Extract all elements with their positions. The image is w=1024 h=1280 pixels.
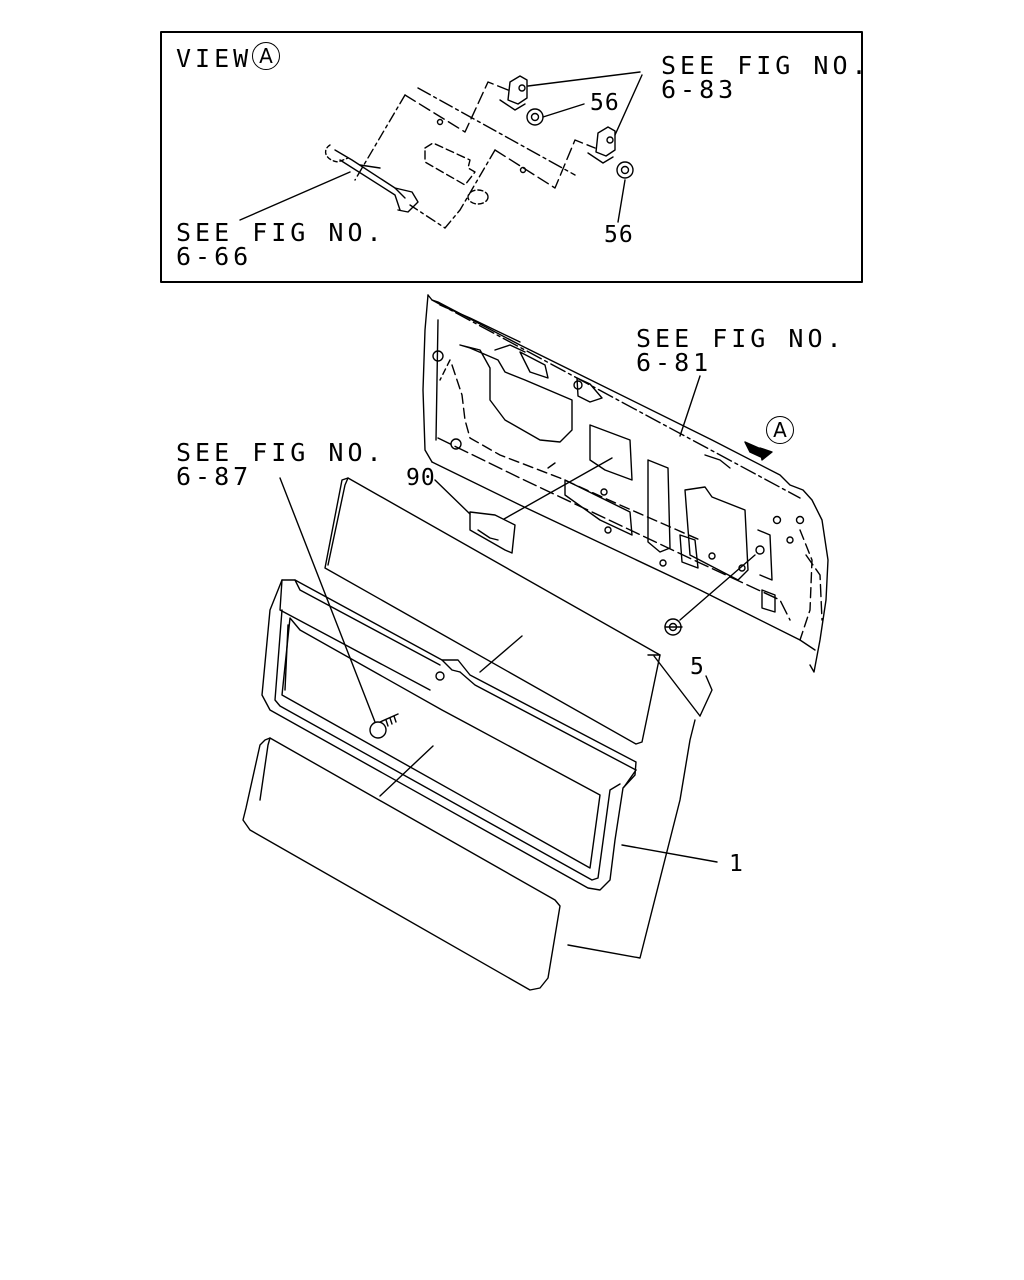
ref-6-87-line2: 6-87	[176, 462, 253, 491]
ref-6-66-line2: 6-66	[176, 242, 253, 271]
ref-6-83-line2: 6-83	[661, 75, 738, 104]
nut-56-lower	[616, 161, 634, 179]
trim-frame	[261, 579, 637, 891]
view-a-marker: A	[252, 42, 280, 70]
center-plate	[424, 142, 476, 186]
upper-bracket	[499, 75, 528, 111]
callout-1: 1	[729, 851, 744, 877]
callout-5: 5	[690, 654, 705, 680]
inset-frame	[160, 31, 863, 283]
view-a-inset	[160, 31, 863, 283]
view-direction-marker: A	[766, 416, 794, 444]
clip-5-part	[664, 618, 683, 636]
ref-6-81-line2: 6-81	[636, 348, 713, 377]
nut-56-upper	[526, 108, 544, 126]
main-leaders	[279, 375, 756, 959]
upper-board	[324, 477, 661, 745]
callout-56-upper: 56	[590, 90, 620, 116]
ref-6-83-line1: SEE FIG NO.	[661, 51, 871, 80]
callout-56-lower: 56	[604, 222, 634, 248]
ref-6-66-line1: SEE FIG NO.	[176, 218, 386, 247]
rod-assembly	[324, 144, 419, 213]
screw-part	[369, 671, 445, 739]
lower-pad	[242, 737, 561, 991]
tailgate-panel	[422, 294, 829, 673]
bracket-phantom-outlines	[354, 81, 596, 229]
view-title: VIEW	[176, 44, 253, 73]
view-direction-arrow	[744, 441, 773, 461]
ref-6-87-line1: SEE FIG NO.	[176, 438, 386, 467]
label-90-part	[469, 511, 516, 554]
callout-90: 90	[406, 465, 436, 491]
inset-leaders	[239, 71, 643, 223]
ref-6-81-line1: SEE FIG NO.	[636, 324, 846, 353]
lower-bracket	[587, 126, 616, 164]
